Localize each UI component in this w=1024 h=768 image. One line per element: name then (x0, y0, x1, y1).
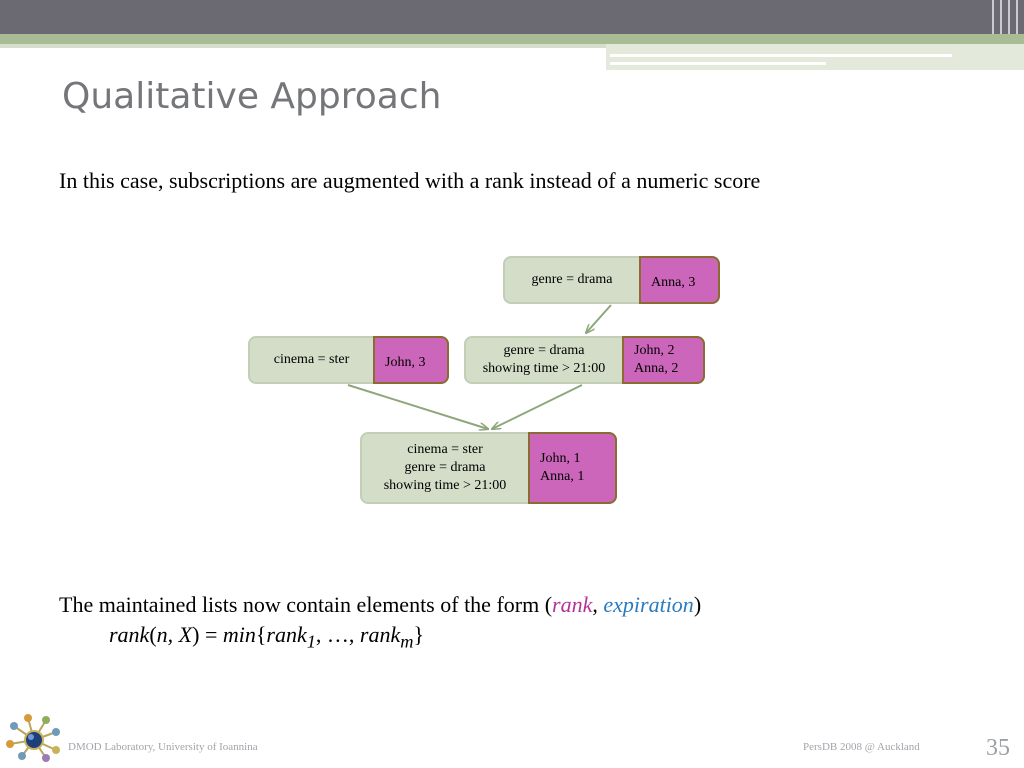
slide-title: Qualitative Approach (62, 76, 442, 117)
intro-text: In this case, subscriptions are augmente… (59, 168, 761, 193)
node-ranks: John, 1 Anna, 1 (528, 432, 617, 504)
arrow-drama-time-to-combined (492, 384, 583, 429)
expiration-keyword: expiration (603, 592, 694, 617)
node-conditions: genre = drama showing time > 21:00 (482, 343, 606, 376)
rank-formula: rank(n, X) = min{rank1, …, rankm} (109, 622, 425, 652)
diagram-node-genre-drama: genre = drama Anna, 3 (503, 256, 720, 304)
lists-text: The maintained lists now contain element… (59, 592, 702, 617)
diagram-node-cinema-ster: cinema = ster John, 3 (248, 336, 449, 384)
dmod-logo (6, 714, 60, 762)
diagram-node-combined: cinema = ster genre = drama showing time… (360, 432, 617, 504)
node-ranks: John, 2 Anna, 2 (622, 336, 705, 384)
diagram-node-drama-showing-time: genre = drama showing time > 21:00 John,… (464, 336, 705, 384)
footer-conference: PersDB 2008 @ Auckland (803, 741, 920, 753)
node-conditions: genre = drama (531, 272, 613, 287)
page-number: 35 (986, 735, 1010, 761)
node-conditions: cinema = ster genre = drama showing time… (383, 442, 507, 493)
node-conditions: cinema = ster (273, 352, 350, 367)
arrow-cinema-to-combined (347, 384, 488, 429)
arrow-drama-to-drama-time (586, 304, 612, 333)
rank-keyword: rank (552, 592, 593, 617)
node-ranks: John, 3 (373, 336, 449, 384)
header-accent-right (606, 44, 1024, 70)
slide-header-bar (0, 0, 1024, 68)
node-ranks: Anna, 3 (639, 256, 720, 304)
footer-lab-name: DMOD Laboratory, University of Ioannina (68, 741, 258, 753)
decor-line (610, 54, 952, 57)
header-accent-band (0, 34, 1024, 44)
header-accent-thin (0, 44, 606, 48)
decor-line (610, 62, 826, 65)
